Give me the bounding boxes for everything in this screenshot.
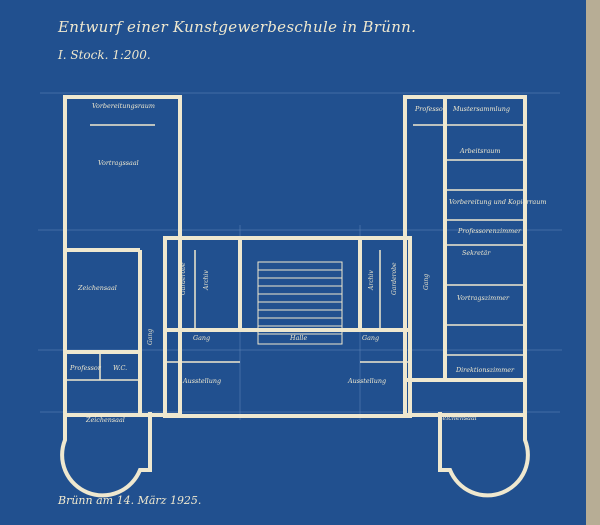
paper-edge [586, 0, 600, 525]
central-block-outline [163, 236, 412, 418]
right-apse [438, 405, 530, 498]
drawing-scale: I. Stock. 1:200. [58, 48, 151, 62]
room-gang-center-left: Gang [193, 334, 210, 342]
stair [257, 261, 343, 345]
room-zeichensaal-bottom-left: Zeichensaal [85, 416, 125, 424]
room-arbeitsraum: Arbeitsraum [459, 147, 500, 155]
room-vorbereitung-kopierraum: Vorbereitung und Kopierraum [449, 198, 546, 206]
thin-walls [65, 124, 525, 381]
right-wing-outline [403, 95, 527, 417]
room-sekretaer: Sekretär [462, 249, 491, 257]
left-apse [60, 405, 152, 498]
room-vortragssaal: Vortragssaal [98, 159, 139, 167]
room-ausstellung-left: Ausstellung [182, 377, 221, 385]
room-garderobe-right: Garderobe [391, 262, 398, 295]
room-zeichensaal-left: Zeichensaal [77, 284, 117, 292]
drawing-date: Brünn am 14. März 1925. [58, 494, 202, 507]
room-gang-center-right: Gang [362, 334, 379, 342]
room-wc-left: W.C. [113, 364, 127, 372]
room-garderobe-left: Garderobe [180, 262, 187, 295]
room-ausstellung-right: Ausstellung [347, 377, 386, 385]
room-vorbereitungsraum: Vorbereitungsraum [92, 102, 155, 110]
walls [60, 95, 530, 498]
drawing-title: Entwurf einer Kunstgewerbeschule in Brün… [58, 18, 417, 36]
room-labels: Vorbereitungsraum Vortragssaal Zeichensa… [69, 102, 546, 424]
room-gang-right: Gang [423, 274, 430, 290]
room-zeichensaal-bottom-right: Zeichensaal [437, 414, 477, 422]
room-mustersammlung: Mustersammlung [452, 105, 510, 113]
room-gang-left: Gang [147, 329, 154, 345]
room-archiv-left: Archiv [203, 270, 210, 291]
room-archiv-right: Archiv [368, 270, 375, 291]
left-wing-outline [63, 95, 182, 417]
room-professor-right: Professor [414, 105, 447, 113]
room-halle: Halle [289, 334, 307, 342]
room-professorenzimmer: Professorenzimmer [457, 227, 522, 235]
room-vortragszimmer: Vortragszimmer [457, 294, 510, 302]
room-professor-left: Professor [69, 364, 102, 372]
room-direktionszimmer: Direktionszimmer [455, 366, 515, 374]
